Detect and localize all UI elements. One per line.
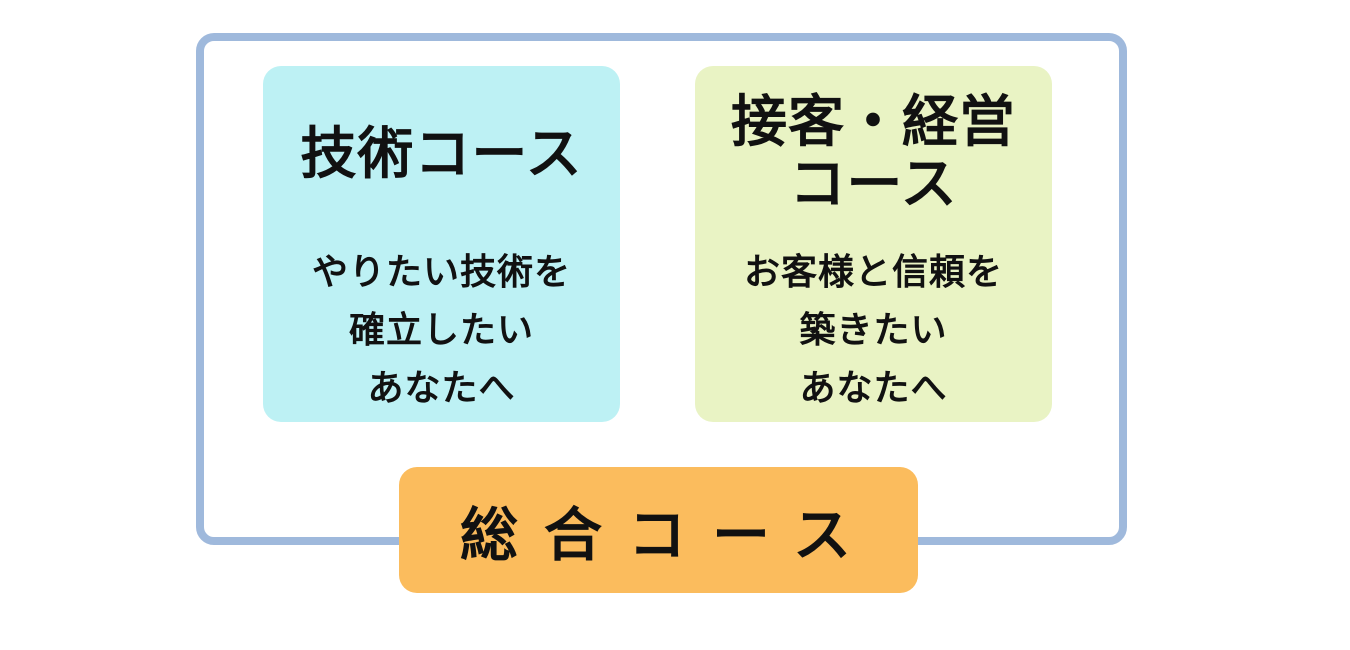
general-course-label: 総合コース: [459, 501, 878, 569]
tech-course-title: 技術コース: [300, 122, 583, 187]
service-management-course-title: 接客・経営 コース: [731, 90, 1016, 217]
service-management-course-description: お客様と信頼を 築きたい あなたへ: [743, 252, 1003, 409]
general-course-badge: 総合コース: [399, 467, 918, 593]
tech-course-description: やりたい技術を 確立したい あなたへ: [311, 252, 571, 409]
service-management-course-card: 接客・経営 コース お客様と信頼を 築きたい あなたへ: [695, 66, 1052, 422]
tech-course-card: 技術コース やりたい技術を 確立したい あなたへ: [263, 66, 620, 422]
